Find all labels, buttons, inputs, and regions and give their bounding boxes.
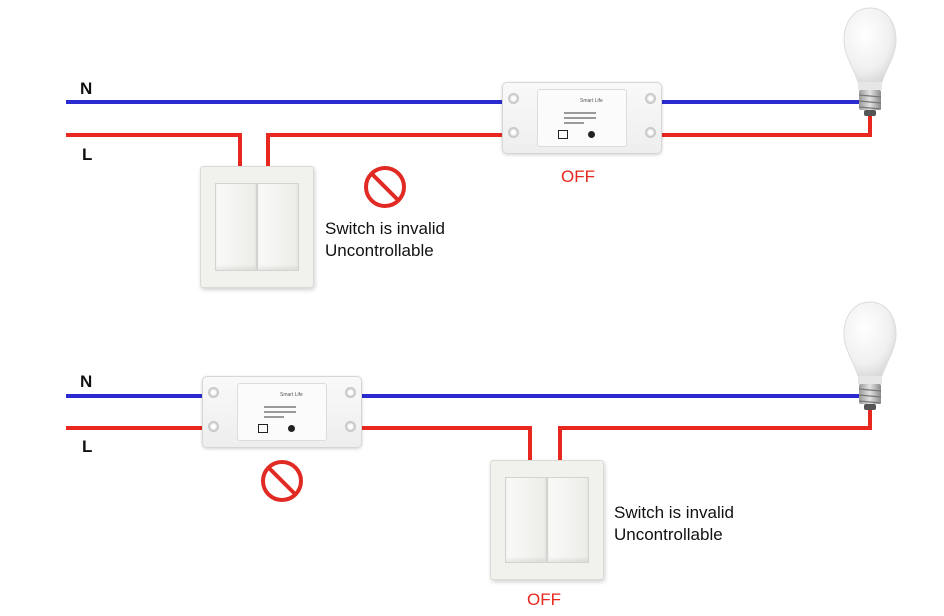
pair-button-icon <box>288 425 295 432</box>
status-off: OFF <box>527 590 561 609</box>
spec-line <box>564 122 584 124</box>
screw-icon <box>345 387 356 398</box>
status-off: OFF <box>561 167 595 186</box>
spec-line <box>564 112 596 114</box>
diagram-1-wires <box>66 98 872 166</box>
light-bulb-icon <box>843 301 897 410</box>
wall-switch-icon <box>200 166 314 288</box>
module-face: Smart Life <box>537 89 627 147</box>
switch-rocker-right <box>257 183 299 271</box>
live-wire-switch-out <box>266 133 502 166</box>
live-label: L <box>82 437 93 456</box>
screw-icon <box>345 421 356 432</box>
pair-button-icon <box>588 131 595 138</box>
light-bulb-icon <box>843 7 897 116</box>
live-wire-to-bulb <box>660 115 872 137</box>
switch-rocker-left <box>215 183 257 271</box>
neutral-label: N <box>80 79 93 98</box>
screw-icon <box>508 127 519 138</box>
screw-icon <box>208 387 219 398</box>
smart-switch-module-icon: Smart Life <box>502 82 662 154</box>
switch-caption-line1: Switch is invalid <box>614 503 734 522</box>
wall-switch-icon <box>490 460 604 580</box>
switch-caption-line2: Uncontrollable <box>325 241 434 260</box>
smart-switch-module-icon: Smart Life <box>202 376 362 448</box>
screw-icon <box>645 93 656 104</box>
screw-icon <box>645 127 656 138</box>
diagram-2-wires <box>66 394 872 462</box>
module-brand: Smart Life <box>580 98 603 104</box>
spec-line <box>264 406 296 408</box>
live-wire-switch-out <box>558 408 872 462</box>
switch-caption-line1: Switch is invalid <box>325 219 445 238</box>
live-wire-left <box>66 133 242 166</box>
prohibited-icon <box>364 166 406 208</box>
screw-icon <box>208 421 219 432</box>
live-wire-module-out <box>360 426 532 462</box>
screw-icon <box>508 93 519 104</box>
module-face: Smart Life <box>237 383 327 441</box>
switch-rocker-left <box>505 477 547 563</box>
cert-logo-icon <box>558 130 568 139</box>
neutral-label: N <box>80 372 93 391</box>
spec-line <box>264 411 296 413</box>
cert-logo-icon <box>258 424 268 433</box>
spec-line <box>564 117 596 119</box>
switch-caption-line2: Uncontrollable <box>614 525 723 544</box>
live-label: L <box>82 145 93 164</box>
spec-line <box>264 416 284 418</box>
module-brand: Smart Life <box>280 392 303 398</box>
switch-rocker-right <box>547 477 589 563</box>
prohibited-icon <box>261 460 303 502</box>
